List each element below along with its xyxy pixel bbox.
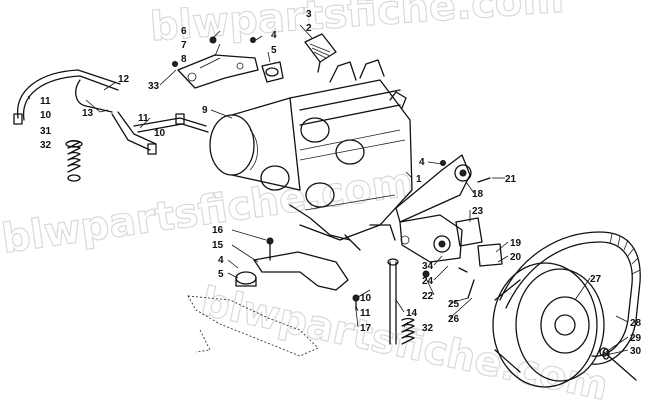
- part-cap: [250, 37, 284, 83]
- leader-lines: [27, 24, 629, 356]
- part-engine-mount-upper: [395, 154, 491, 223]
- callout-10-lower: 10: [360, 293, 372, 304]
- callout-4-right: 4: [419, 157, 425, 168]
- callout-9: 9: [202, 105, 208, 116]
- part-hoses: [13, 69, 209, 155]
- callout-32-lower: 32: [422, 323, 434, 334]
- callout-11-mid: 11: [138, 113, 149, 124]
- part-clutch: [492, 262, 605, 388]
- part-rod: [387, 258, 399, 345]
- callout-27: 27: [590, 274, 602, 285]
- callout-25: 25: [448, 299, 460, 310]
- callout-22: 22: [422, 291, 434, 302]
- callout-20: 20: [510, 252, 522, 263]
- callout-11-left: 11: [40, 96, 51, 107]
- callout-4-top: 4: [271, 30, 277, 41]
- callout-31: 31: [40, 126, 52, 137]
- callout-13: 13: [82, 108, 94, 119]
- callout-15: 15: [212, 240, 224, 251]
- callout-23: 23: [472, 206, 484, 217]
- callout-5-top: 5: [271, 45, 277, 56]
- part-bracket-top: [304, 33, 337, 73]
- callout-5-front: 5: [218, 269, 224, 280]
- callout-10-left: 10: [40, 110, 52, 121]
- callout-8: 8: [181, 54, 187, 65]
- watermark: blwpartsfiche.com blwpartsfiche.com blwp…: [0, 0, 613, 406]
- part-chassis-fragment: [187, 295, 319, 357]
- callout-34: 34: [422, 261, 434, 272]
- watermark-text-mid: blwpartsfiche.com: [0, 159, 416, 262]
- callout-14: 14: [406, 308, 418, 319]
- callout-11-lower: 11: [360, 308, 371, 319]
- callout-6: 6: [181, 26, 187, 37]
- callout-3: 3: [306, 9, 312, 20]
- part-engine-mount-plate: [399, 214, 463, 263]
- callout-7: 7: [181, 40, 187, 51]
- part-springs-left: [65, 139, 83, 182]
- callout-24: 24: [422, 276, 434, 287]
- callout-28: 28: [630, 318, 642, 329]
- callout-16: 16: [212, 225, 224, 236]
- part-stud: [352, 294, 360, 311]
- callout-30: 30: [630, 346, 642, 357]
- part-shock-block: [455, 217, 503, 267]
- callout-1: 1: [416, 174, 422, 185]
- callout-labels: 3 2 6 7 8 4 5 12 33 11 10 13 9 11 10 31 …: [40, 9, 642, 357]
- callout-4-front: 4: [218, 255, 224, 266]
- callout-29: 29: [630, 333, 642, 344]
- part-front-mount-bracket: [235, 237, 349, 291]
- callout-17: 17: [360, 323, 372, 334]
- callout-19: 19: [510, 238, 522, 249]
- callout-32-left: 32: [40, 140, 52, 151]
- callout-21: 21: [505, 174, 517, 185]
- callout-2: 2: [306, 23, 312, 34]
- callout-26: 26: [448, 314, 460, 325]
- part-engine: [209, 59, 413, 251]
- callout-12: 12: [118, 74, 130, 85]
- callout-33: 33: [148, 81, 160, 92]
- callout-18: 18: [472, 189, 484, 200]
- part-misc-bolts: [422, 267, 475, 299]
- part-spring-lower: [401, 317, 415, 345]
- callout-10-mid: 10: [154, 128, 166, 139]
